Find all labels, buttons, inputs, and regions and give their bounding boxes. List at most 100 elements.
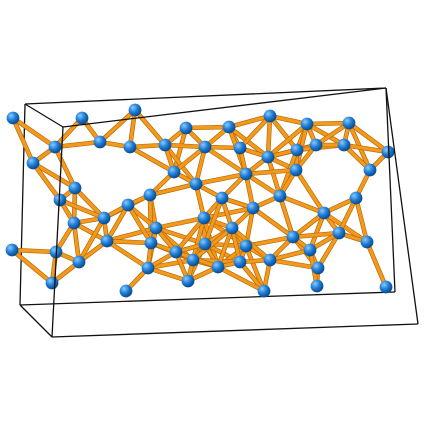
bond-11 bbox=[227, 114, 272, 129]
unit-cell-edge-front-1 bbox=[385, 87, 419, 325]
atom-21 bbox=[239, 167, 253, 181]
bond-33 bbox=[53, 145, 77, 190]
atom-55 bbox=[215, 191, 229, 205]
bond-157 bbox=[146, 266, 190, 283]
bond-123 bbox=[105, 239, 150, 270]
atom-60 bbox=[303, 243, 317, 257]
unit-cell-edge-back-4 bbox=[19, 291, 396, 306]
atom-42 bbox=[186, 253, 200, 267]
bond-155 bbox=[146, 258, 195, 270]
bond-163 bbox=[191, 226, 234, 262]
atom-19 bbox=[143, 188, 157, 202]
bond-149 bbox=[316, 231, 341, 270]
atom-18 bbox=[68, 181, 82, 195]
unit-cell-edge-front-2 bbox=[51, 323, 419, 338]
bond-7 bbox=[184, 125, 231, 130]
atom-36 bbox=[239, 239, 253, 253]
atom-14 bbox=[261, 150, 275, 164]
atom-51 bbox=[310, 279, 324, 293]
atom-46 bbox=[45, 276, 59, 290]
bond-29 bbox=[347, 121, 390, 154]
bond-107 bbox=[251, 206, 295, 239]
bond-63 bbox=[148, 182, 198, 197]
bond-89 bbox=[58, 198, 106, 220]
bond-117 bbox=[10, 248, 58, 254]
atom-25 bbox=[67, 216, 81, 230]
bond-153 bbox=[354, 196, 369, 244]
bond-87 bbox=[77, 216, 106, 264]
bond-90 bbox=[154, 216, 206, 230]
atom-54 bbox=[167, 165, 181, 179]
bond-32 bbox=[31, 161, 62, 202]
bond-21 bbox=[266, 122, 309, 159]
atom-30 bbox=[317, 206, 331, 220]
atom-57 bbox=[121, 198, 135, 212]
atom-15 bbox=[290, 143, 304, 157]
bond-84 bbox=[72, 221, 81, 264]
bond-59 bbox=[342, 143, 390, 154]
atom-39 bbox=[360, 235, 374, 249]
bond-134 bbox=[203, 196, 224, 246]
atom-20 bbox=[189, 177, 203, 191]
bond-113 bbox=[322, 211, 369, 244]
atom-26 bbox=[97, 211, 111, 225]
bond-152 bbox=[365, 240, 388, 289]
bond-91 bbox=[105, 226, 158, 243]
bond-18 bbox=[266, 114, 272, 159]
bond-143 bbox=[291, 231, 341, 239]
atom-44 bbox=[263, 253, 277, 267]
atom-58 bbox=[169, 245, 183, 259]
bond-121 bbox=[105, 239, 153, 245]
atom-41 bbox=[141, 261, 155, 275]
atom-47 bbox=[119, 284, 133, 298]
atom-27 bbox=[149, 221, 163, 235]
bond-24 bbox=[305, 122, 346, 147]
atom-10 bbox=[123, 140, 137, 154]
atom-49 bbox=[211, 260, 225, 274]
bond-176 bbox=[216, 265, 266, 293]
atom-62 bbox=[53, 193, 67, 207]
bond-114 bbox=[278, 194, 326, 215]
bond-19 bbox=[268, 114, 299, 152]
atom-5 bbox=[263, 109, 277, 123]
bond-0 bbox=[11, 116, 35, 165]
bond-178 bbox=[216, 226, 234, 269]
bond-124 bbox=[105, 203, 130, 243]
bond-17 bbox=[238, 114, 272, 150]
atom-28 bbox=[197, 211, 211, 225]
atom-7 bbox=[342, 116, 356, 130]
bond-104 bbox=[174, 216, 206, 254]
atom-1 bbox=[75, 111, 89, 125]
bond-2 bbox=[53, 116, 84, 149]
bond-1 bbox=[11, 116, 57, 149]
bond-10 bbox=[172, 126, 188, 174]
atom-45 bbox=[311, 261, 325, 275]
bond-26 bbox=[314, 121, 351, 147]
bond-111 bbox=[291, 211, 326, 239]
bond-31 bbox=[31, 161, 77, 190]
bond-127 bbox=[126, 203, 153, 245]
bond-73 bbox=[244, 168, 298, 176]
atom-35 bbox=[198, 237, 212, 251]
atom-9 bbox=[48, 140, 62, 154]
bond-141 bbox=[244, 244, 266, 293]
atom-22 bbox=[289, 163, 303, 177]
bond-168 bbox=[268, 258, 320, 270]
bond-118 bbox=[10, 248, 54, 285]
atom-2 bbox=[128, 103, 142, 117]
bond-66 bbox=[148, 193, 153, 245]
bond-171 bbox=[268, 248, 312, 262]
bond-layer bbox=[9, 107, 391, 294]
atom-3 bbox=[179, 121, 193, 135]
atom-50 bbox=[257, 284, 271, 298]
atom-16 bbox=[309, 138, 323, 152]
bond-101 bbox=[191, 216, 206, 262]
unit-cell-edge-front-4 bbox=[385, 87, 396, 293]
atom-37 bbox=[286, 230, 300, 244]
bond-38 bbox=[163, 143, 207, 149]
atom-48 bbox=[181, 274, 195, 288]
bond-37 bbox=[128, 145, 176, 174]
unit-cell-front-edges bbox=[51, 87, 419, 338]
